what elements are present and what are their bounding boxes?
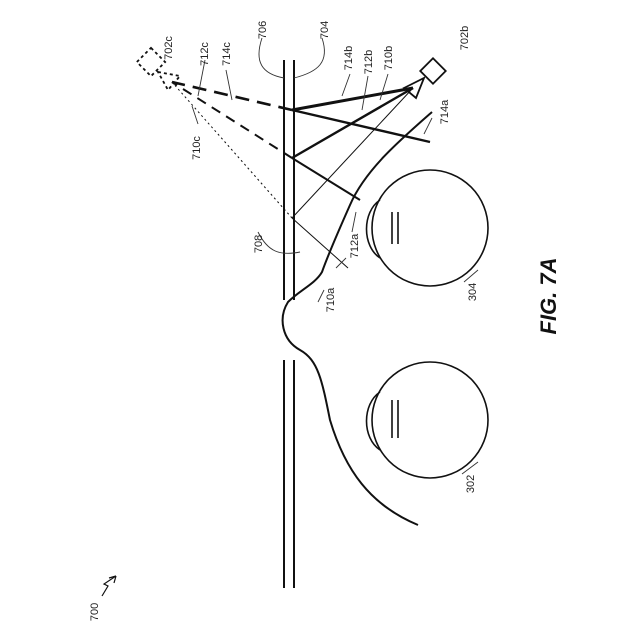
eye-302	[367, 362, 489, 478]
reflected-rays	[292, 110, 430, 268]
label-706: 706	[257, 21, 269, 39]
label-710a: 710a	[325, 287, 337, 312]
label-712c: 712c	[199, 42, 211, 66]
figure-number-arrow	[102, 576, 116, 596]
label-712a: 712a	[349, 233, 361, 258]
label-702c: 702c	[163, 36, 175, 60]
display-plate-lines	[284, 60, 294, 588]
label-304: 304	[467, 283, 479, 301]
label-302: 302	[465, 475, 477, 493]
label-714c: 714c	[221, 42, 233, 66]
label-708: 708	[253, 235, 265, 253]
figure-caption: FIG. 7A	[536, 257, 561, 334]
label-710b: 710b	[383, 46, 395, 70]
label-704: 704	[319, 21, 331, 39]
label-710c: 710c	[191, 136, 203, 160]
eye-304	[367, 170, 489, 286]
label-712b: 712b	[363, 50, 375, 74]
camera-702b	[404, 58, 446, 98]
label-702b: 702b	[459, 26, 471, 50]
label-714b: 714b	[343, 46, 355, 70]
label-714a: 714a	[439, 99, 451, 124]
label-700: 700	[89, 603, 101, 621]
rays-702c	[172, 82, 292, 218]
